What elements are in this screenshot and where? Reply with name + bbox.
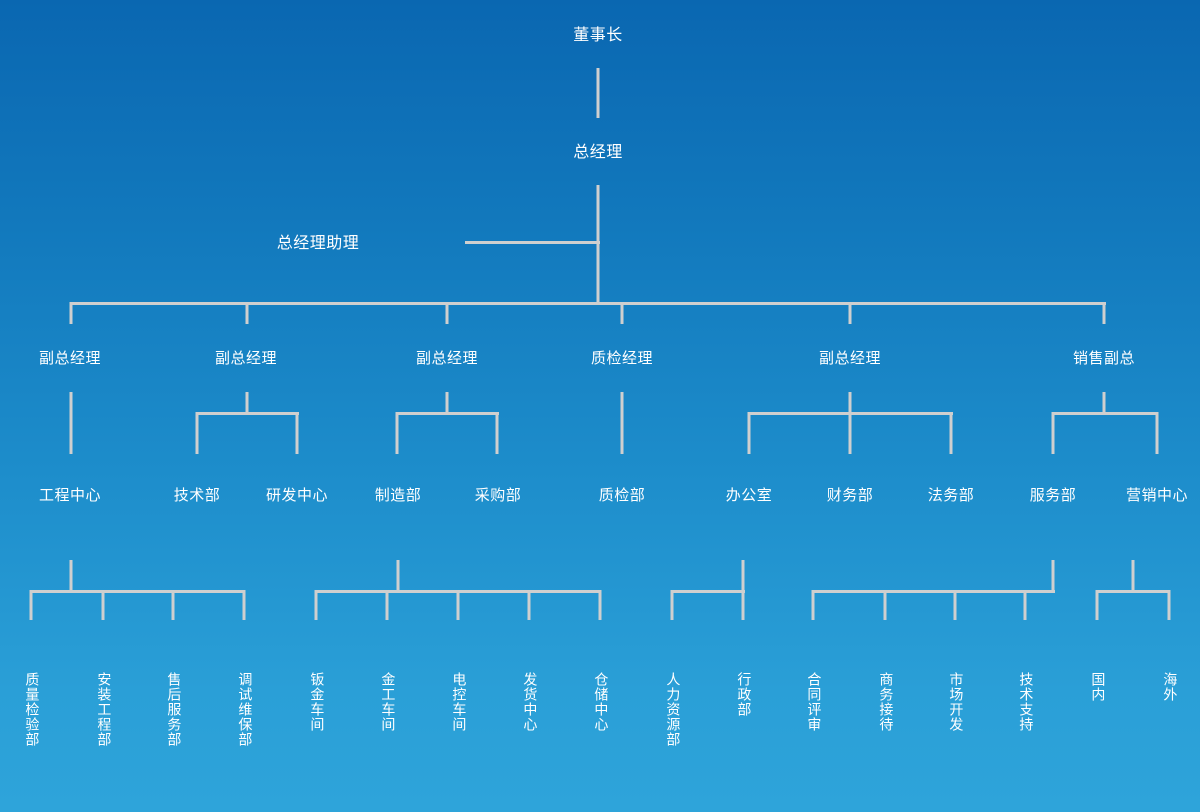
connector-service-drop-contract [811, 590, 815, 620]
node-sheet-metal-shop[interactable]: 钣金车间 [308, 672, 325, 732]
node-general-manager[interactable]: 总经理 [573, 142, 623, 161]
connector-stub-vp2 [245, 302, 249, 324]
connector-gm-stem [596, 185, 600, 303]
connector-vp3-drop-purchasing [495, 412, 499, 454]
connector-office-drop-hr [670, 590, 674, 620]
node-gm-assistant[interactable]: 总经理助理 [276, 233, 360, 252]
connector-engineering-bar [30, 590, 245, 593]
node-warehouse-center[interactable]: 仓储中心 [592, 672, 609, 732]
connector-service-drop-techsupport [1023, 590, 1027, 620]
connector-office-riser [741, 560, 745, 593]
node-chairman[interactable]: 董事长 [573, 25, 623, 44]
connector-engineering-drop-installation [101, 590, 105, 620]
connector-vp3-drop-manufacturing [395, 412, 399, 454]
node-marketing-center[interactable]: 营销中心 [1125, 486, 1189, 504]
connector-stub-vp3 [445, 302, 449, 324]
connector-sales-bar [1052, 412, 1157, 415]
node-qc-manager[interactable]: 质检经理 [590, 349, 654, 367]
connector-vp4-riser [848, 392, 852, 414]
node-tech-dept[interactable]: 技术部 [173, 486, 221, 504]
node-electrical-shop[interactable]: 电控车间 [450, 672, 467, 732]
node-quality-inspection[interactable]: 质量检验部 [23, 672, 40, 747]
node-vp-4[interactable]: 副总经理 [818, 349, 882, 367]
node-hr-dept[interactable]: 人力资源部 [664, 672, 681, 747]
node-purchasing-dept[interactable]: 采购部 [474, 486, 522, 504]
connector-stub-qc-manager [620, 302, 624, 324]
connector-marketing-drop-domestic [1095, 590, 1099, 620]
connector-manufacturing-riser [396, 560, 400, 593]
node-contract-review[interactable]: 合同评审 [805, 672, 822, 732]
connector-vp2-bar [196, 412, 299, 415]
node-engineering-center[interactable]: 工程中心 [38, 486, 102, 504]
node-commission-maint[interactable]: 调试维保部 [236, 672, 253, 747]
node-market-development[interactable]: 市场开发 [947, 672, 964, 732]
connector-service-bar [812, 590, 1055, 593]
node-office[interactable]: 办公室 [725, 486, 773, 504]
node-machining-shop[interactable]: 金工车间 [379, 672, 396, 732]
connector-marketing-bar [1096, 590, 1170, 593]
node-service-dept[interactable]: 服务部 [1029, 486, 1077, 504]
connector-gm-to-assistant [465, 241, 600, 244]
connector-marketing-drop-overseas [1167, 590, 1171, 620]
connector-vp3-riser [445, 392, 449, 414]
connector-engineering-drop-aftersales [171, 590, 175, 620]
connector-service-riser [1051, 560, 1055, 593]
node-finance-dept[interactable]: 财务部 [826, 486, 874, 504]
node-domestic[interactable]: 国内 [1089, 672, 1106, 702]
connector-vp4-drop-office [747, 412, 751, 454]
connector-office-bar [671, 590, 745, 593]
connector-marketing-riser [1131, 560, 1135, 593]
connector-manufacturing-drop-shipping [527, 590, 531, 620]
connector-vp-bus [70, 302, 1106, 305]
node-admin-dept[interactable]: 行政部 [735, 672, 752, 717]
node-business-reception[interactable]: 商务接待 [877, 672, 894, 732]
connector-vp2-drop-tech [195, 412, 199, 454]
node-vp-3[interactable]: 副总经理 [415, 349, 479, 367]
connector-engineering-drop-maintenance [242, 590, 246, 620]
node-shipping-center[interactable]: 发货中心 [521, 672, 538, 732]
connector-service-drop-market [953, 590, 957, 620]
connector-engineering-drop-quality [29, 590, 33, 620]
connector-vp2-drop-rd [295, 412, 299, 454]
node-overseas[interactable]: 海外 [1161, 672, 1178, 702]
connector-manufacturing-drop-machining [385, 590, 389, 620]
connector-engineering-riser [69, 560, 73, 593]
connector-vp1-to-engineering [69, 392, 73, 454]
connector-vp4-drop-legal [949, 412, 953, 454]
node-legal-dept[interactable]: 法务部 [927, 486, 975, 504]
connector-qc-manager-to-qc-dept [620, 392, 624, 454]
connector-manufacturing-drop-sheetmetal [314, 590, 318, 620]
connector-sales-drop-service [1051, 412, 1055, 454]
node-rd-center[interactable]: 研发中心 [265, 486, 329, 504]
connector-stub-vp1 [69, 302, 73, 324]
connector-sales-drop-marketing [1155, 412, 1159, 454]
connector-vp2-riser [245, 392, 249, 414]
connector-vp3-bar [396, 412, 499, 415]
connector-stub-sales-vp [1102, 302, 1106, 324]
node-tech-support[interactable]: 技术支持 [1017, 672, 1034, 732]
connector-manufacturing-drop-warehouse [598, 590, 602, 620]
node-manufacturing-dept[interactable]: 制造部 [374, 486, 422, 504]
connector-vp4-drop-finance [848, 412, 852, 454]
connector-office-drop-admin [741, 590, 745, 620]
connector-sales-riser [1102, 392, 1106, 414]
connector-chairman-to-gm [596, 68, 600, 118]
node-after-sales[interactable]: 售后服务部 [165, 672, 182, 747]
connector-stub-vp4 [848, 302, 852, 324]
connector-service-drop-business [883, 590, 887, 620]
node-sales-vp[interactable]: 销售副总 [1072, 349, 1136, 367]
node-vp-2[interactable]: 副总经理 [214, 349, 278, 367]
node-vp-1[interactable]: 副总经理 [38, 349, 102, 367]
connector-manufacturing-drop-electrical [456, 590, 460, 620]
node-qc-dept[interactable]: 质检部 [598, 486, 646, 504]
node-installation-eng[interactable]: 安装工程部 [95, 672, 112, 747]
